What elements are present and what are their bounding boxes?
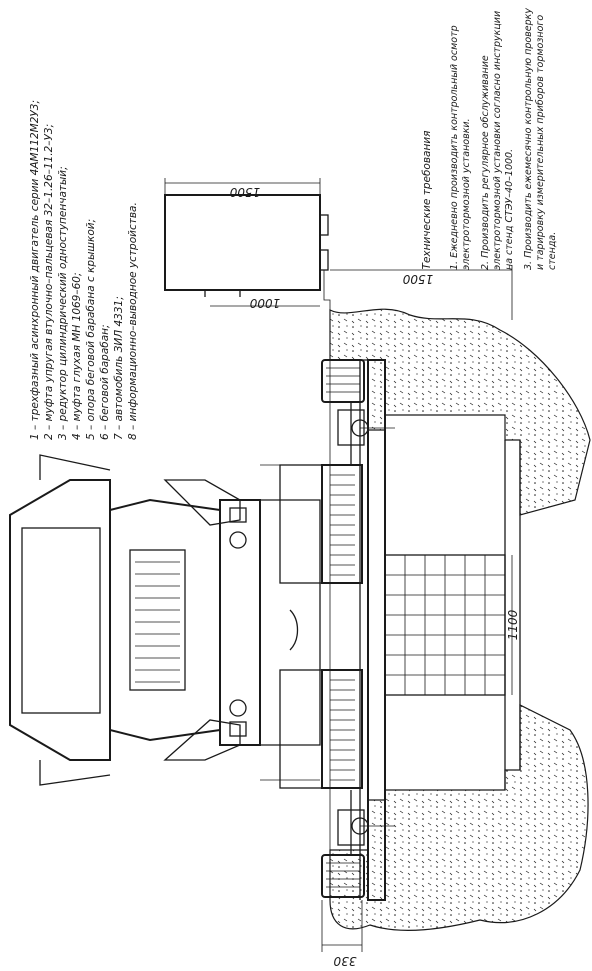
requirements-title: Технические требования <box>421 131 433 270</box>
truck-zil-4331 <box>9 454 323 789</box>
foundation-bottom <box>329 704 589 932</box>
running-drum-bottom <box>321 669 363 789</box>
requirement-line-8: стенда. <box>547 232 558 270</box>
legend-item-1: 1 – трехфазный асинхронный двигатель сер… <box>29 100 41 440</box>
dim-edge: 330 <box>333 954 356 968</box>
legend-block: 1 – трехфазный асинхронный двигатель сер… <box>29 100 139 440</box>
legend-item-8: 8 – информационно–выводное устройства. <box>127 202 139 440</box>
legend-item-2: 2 – муфта упругая втулочно–пальцевая 32–… <box>43 124 55 440</box>
inspection-pit: 1100 <box>384 430 521 790</box>
requirement-line-3: 2. Производить регулярное обслуживание <box>480 55 491 270</box>
legend-item-6: 6 – беговой барабан; <box>99 324 111 440</box>
requirement-line-4: электротормозной установки согласно инст… <box>492 11 503 270</box>
requirement-line-5: на стенд СТЭУ–40–1000. <box>504 149 515 270</box>
dim-cabinet-width: 1500 <box>229 185 260 199</box>
dim-cabinet-depth: 1000 <box>249 296 280 310</box>
requirement-line-7: и тарировку измерительных приборов тормо… <box>535 15 546 270</box>
motor-top <box>321 359 365 403</box>
motor-bottom <box>321 854 365 898</box>
pit-grating <box>384 554 506 696</box>
requirement-line-2: электротормозной установки. <box>461 118 472 270</box>
legend-item-3: 3 – редуктор цилиндрический одноступенча… <box>57 166 69 440</box>
dim-cabinet-offset: 1500 <box>402 272 433 286</box>
requirement-line-1: 1. Ежедневно производить контрольный осм… <box>449 25 460 270</box>
requirement-line-6: 3. Производить ежемесячно контрольную пр… <box>523 8 534 270</box>
legend-item-4: 4 – муфта глухая МН 1069–60; <box>71 272 83 440</box>
running-drum-top <box>321 464 363 584</box>
control-cabinet: 1500 1000 1500 <box>164 178 513 320</box>
reducer-bottom <box>337 790 395 855</box>
dim-pit-width: 1100 <box>506 609 520 640</box>
technical-requirements: Технические требования 1. Ежедневно прои… <box>421 8 558 270</box>
reducer-top <box>337 402 395 465</box>
legend-item-5: 5 – опора беговой барабана с крышкой; <box>85 219 97 440</box>
legend-item-7: 7 – автомобиль ЗИЛ 4331; <box>113 296 125 440</box>
